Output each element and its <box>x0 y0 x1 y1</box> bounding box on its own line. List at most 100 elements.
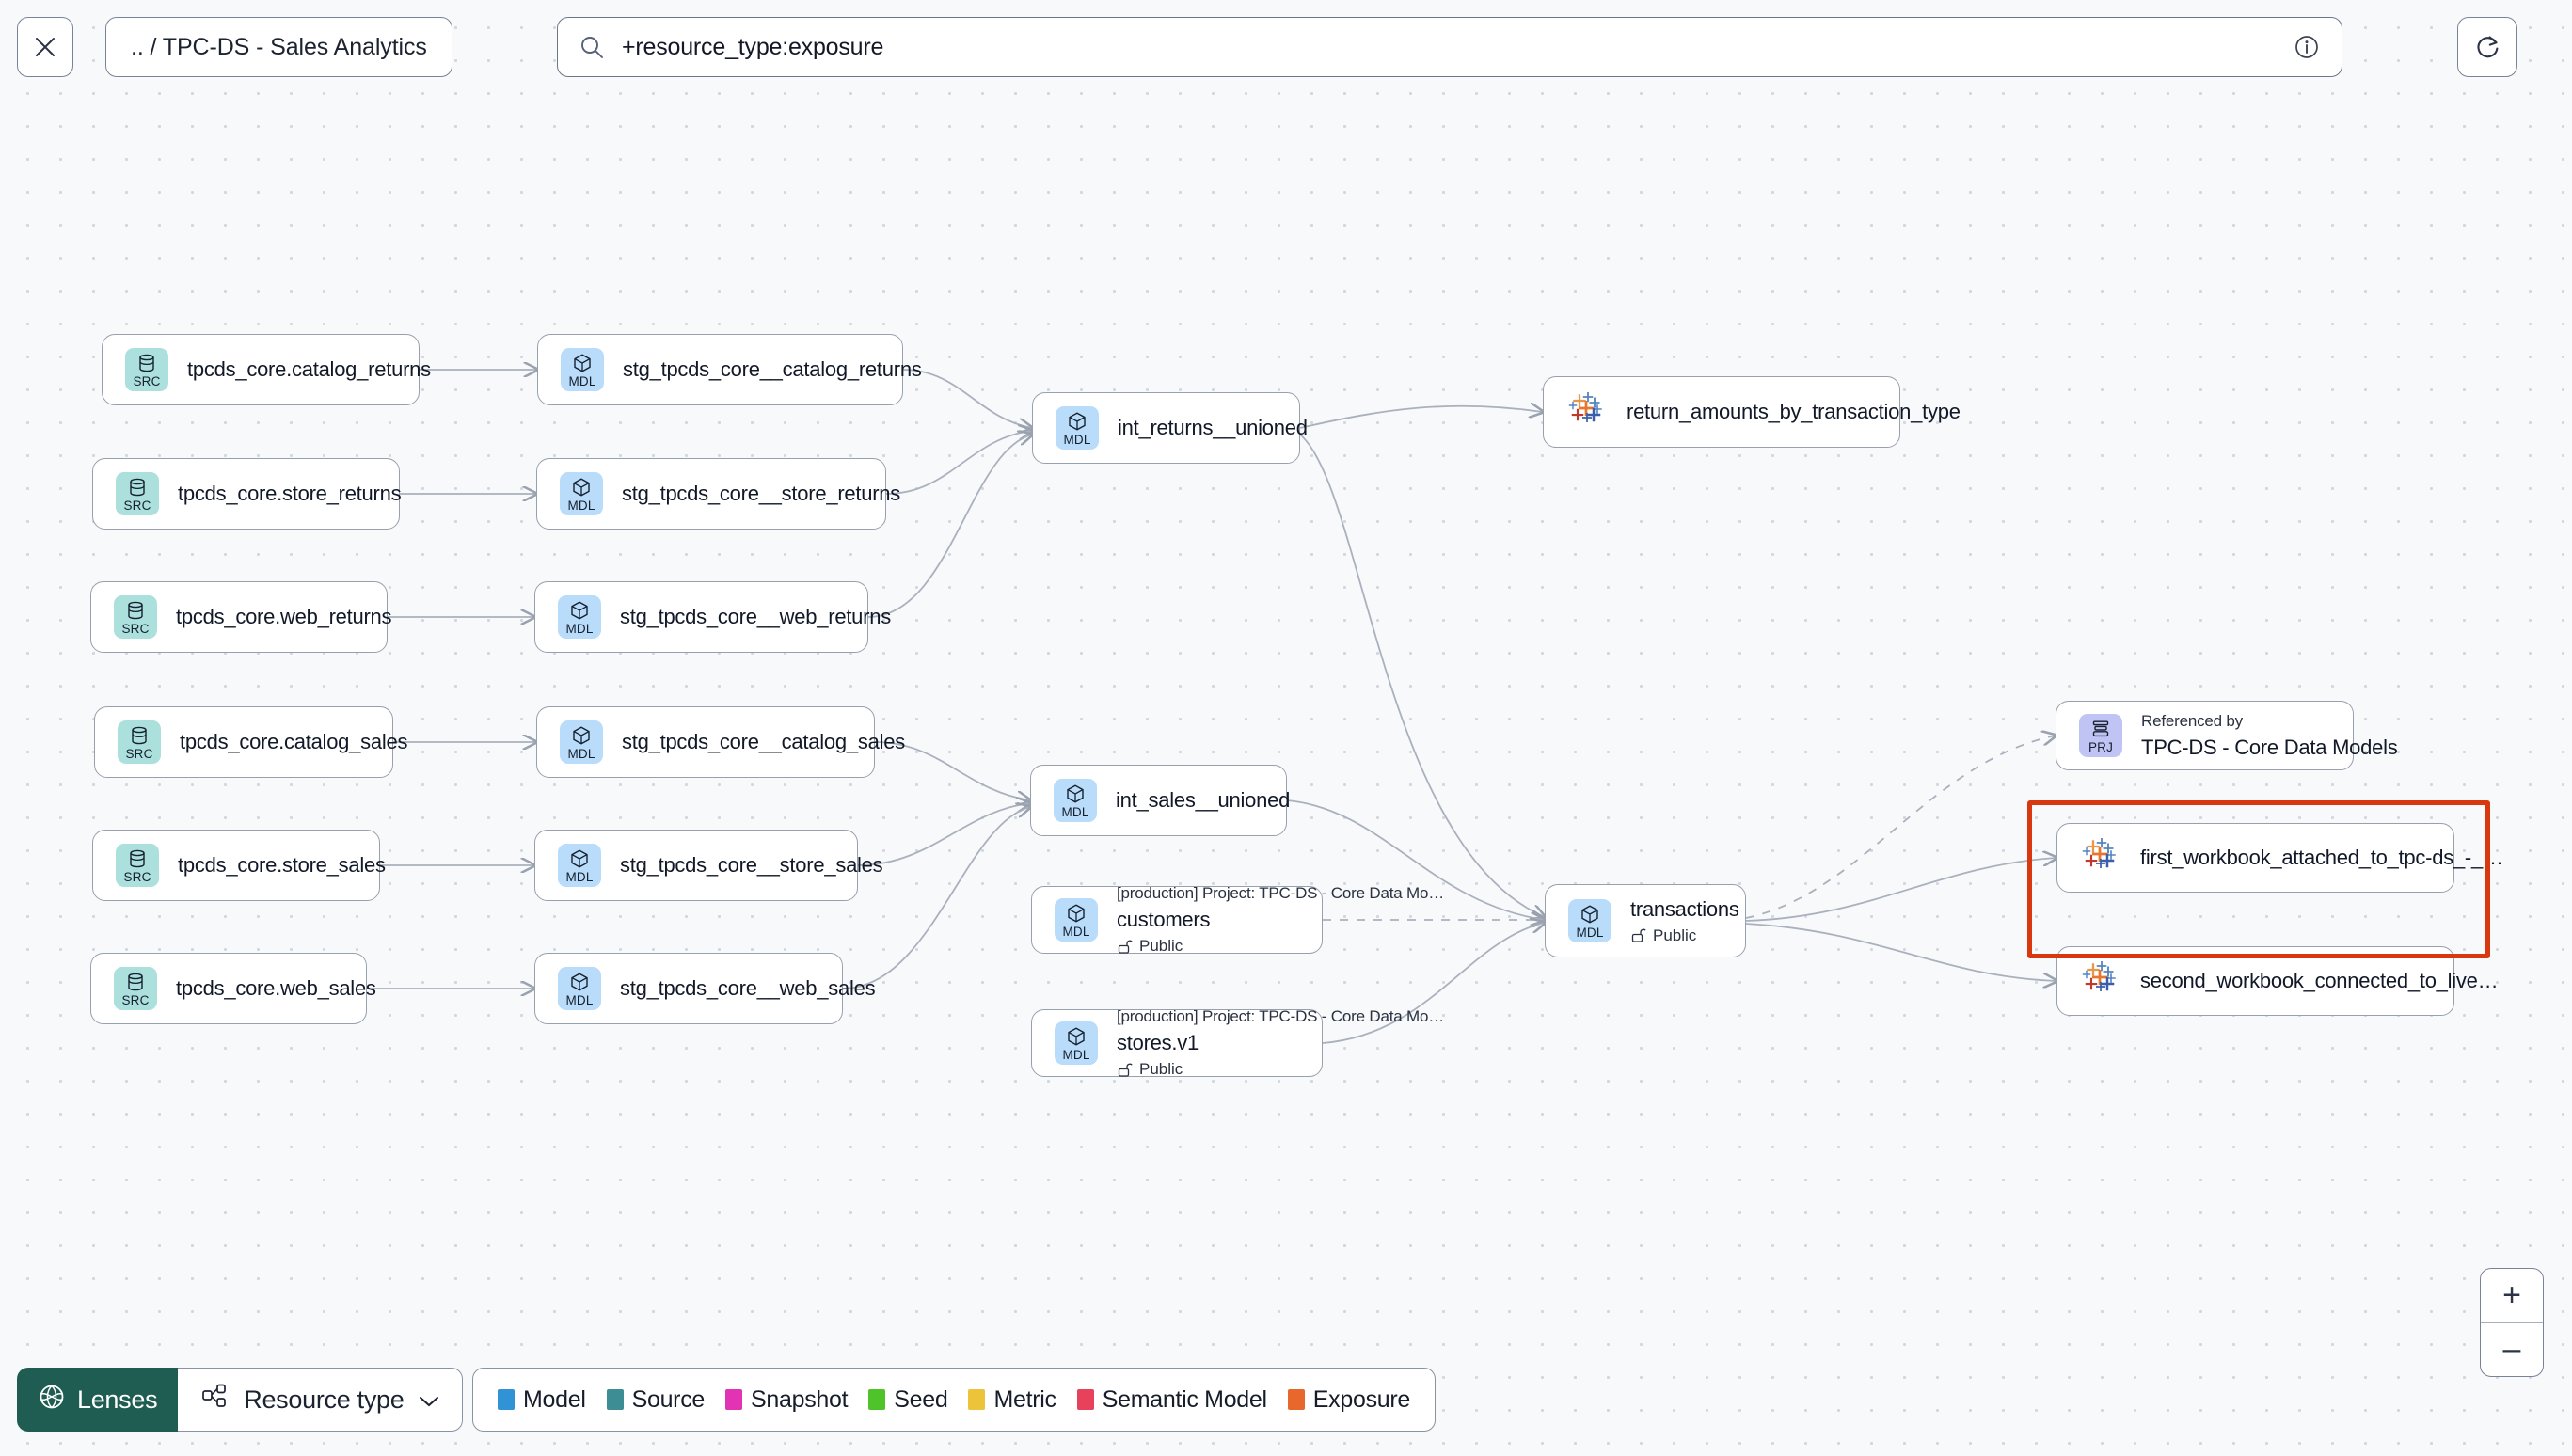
node-title: stg_tpcds_core__web_sales <box>620 976 876 1000</box>
visibility-label: Public <box>1139 937 1183 955</box>
search-query-value: +resource_type:exposure <box>622 33 884 60</box>
badge-code: SRC <box>121 622 150 636</box>
lock-open-icon <box>1118 940 1133 954</box>
graph-node-stg_catalog_returns[interactable]: MDL stg_tpcds_core__catalog_returns <box>537 334 922 405</box>
badge-code: MDL <box>567 499 595 513</box>
graph-node-stores_v1[interactable]: MDL [production] Project: TPC-DS - Core … <box>1031 1007 1445 1079</box>
src-badge-icon: SRC <box>116 472 159 515</box>
node-visibility: Public <box>1117 937 1322 956</box>
tableau-exposure-icon <box>1568 392 1602 422</box>
mdl-badge-icon: MDL <box>1568 899 1611 942</box>
badge-code: MDL <box>1063 433 1091 447</box>
graph-node-stg_web_sales[interactable]: MDL stg_tpcds_core__web_sales <box>534 953 876 1024</box>
node-title: stg_tpcds_core__store_sales <box>620 853 883 877</box>
legend-item-model[interactable]: Model <box>498 1386 586 1414</box>
graph-node-stg_store_sales[interactable]: MDL stg_tpcds_core__store_sales <box>534 830 883 901</box>
node-subtitle: [production] Project: TPC-DS - Core Data… <box>1117 884 1445 902</box>
node-title: tpcds_core.catalog_sales <box>180 730 408 753</box>
graph-node-return_amounts[interactable]: return_amounts_by_transaction_type <box>1543 376 1961 448</box>
legend-item-exposure[interactable]: Exposure <box>1287 1386 1410 1414</box>
graph-node-src_store_returns[interactable]: SRC tpcds_core.store_returns <box>92 458 402 530</box>
search-input[interactable]: +resource_type:exposure <box>557 17 2342 77</box>
node-title: stg_tpcds_core__store_returns <box>622 482 901 505</box>
close-button[interactable] <box>17 17 73 77</box>
mdl-badge-icon: MDL <box>558 844 601 887</box>
close-icon <box>36 38 55 56</box>
graph-node-stg_catalog_sales[interactable]: MDL stg_tpcds_core__catalog_sales <box>536 706 905 778</box>
resource-type-dropdown[interactable]: Resource type <box>178 1368 464 1432</box>
lenses-button[interactable]: Lenses <box>17 1368 179 1432</box>
info-icon[interactable] <box>2293 33 2321 61</box>
badge-code: MDL <box>1576 926 1604 940</box>
badge-code: MDL <box>1062 1048 1090 1062</box>
badge-code: SRC <box>125 747 153 761</box>
legend-item-metric[interactable]: Metric <box>968 1386 1056 1414</box>
chevron-down-icon <box>419 1385 439 1415</box>
legend-label: Metric <box>993 1385 1056 1413</box>
lenses-label: Lenses <box>77 1385 158 1414</box>
visibility-label: Public <box>1139 1060 1183 1078</box>
breadcrumb-label: .. / TPC-DS - Sales Analytics <box>131 33 427 60</box>
graph-node-stg_store_returns[interactable]: MDL stg_tpcds_core__store_returns <box>536 458 901 530</box>
legend-swatch <box>968 1389 986 1410</box>
node-title: tpcds_core.catalog_returns <box>187 357 431 381</box>
exposure-icon <box>2080 836 2121 879</box>
node-title: stg_tpcds_core__catalog_sales <box>622 730 905 753</box>
legend-item-semantic-model[interactable]: Semantic Model <box>1076 1386 1267 1414</box>
node-subtitle: [production] Project: TPC-DS - Core Data… <box>1117 1007 1445 1025</box>
node-title: stg_tpcds_core__web_returns <box>620 605 891 628</box>
graph-node-src_catalog_sales[interactable]: SRC tpcds_core.catalog_sales <box>94 706 408 778</box>
zoom-out-button[interactable]: – <box>2502 1331 2521 1368</box>
node-title: int_returns__unioned <box>1118 416 1308 439</box>
lock-open-icon <box>1118 1063 1133 1077</box>
node-title: return_amounts_by_transaction_type <box>1627 400 1961 423</box>
node-title: int_sales__unioned <box>1116 788 1291 812</box>
graph-node-int_returns_unioned[interactable]: MDL int_returns__unioned <box>1032 392 1308 464</box>
graph-node-src_web_returns[interactable]: SRC tpcds_core.web_returns <box>90 581 392 653</box>
graph-node-src_web_sales[interactable]: SRC tpcds_core.web_sales <box>90 953 376 1024</box>
node-title: second_workbook_connected_to_live… <box>2140 969 2499 992</box>
mdl-badge-icon: MDL <box>1055 898 1098 942</box>
legend-item-snapshot[interactable]: Snapshot <box>725 1386 849 1414</box>
graph-node-int_sales_unioned[interactable]: MDL int_sales__unioned <box>1030 765 1291 836</box>
legend-label: Seed <box>894 1385 948 1413</box>
legend-item-source[interactable]: Source <box>606 1385 706 1414</box>
legend-label: Source <box>631 1385 706 1413</box>
badge-code: MDL <box>567 747 595 761</box>
legend-label: Model <box>523 1385 586 1413</box>
badge-code: SRC <box>121 993 150 1007</box>
nodes-icon <box>200 1383 229 1417</box>
graph-node-first_workbook[interactable]: first_workbook_attached_to_tpc-ds_-_… <box>2056 823 2503 893</box>
node-title: customers <box>1117 908 1211 931</box>
graph-node-src_store_sales[interactable]: SRC tpcds_core.store_sales <box>92 830 386 901</box>
node-visibility: Public <box>1117 1060 1322 1079</box>
node-title: stg_tpcds_core__catalog_returns <box>623 357 922 381</box>
node-title: TPC-DS - Core Data Models <box>2141 735 2398 759</box>
node-title: tpcds_core.store_sales <box>178 853 386 877</box>
node-title: first_workbook_attached_to_tpc-ds_-_… <box>2140 846 2503 869</box>
breadcrumb[interactable]: .. / TPC-DS - Sales Analytics <box>105 17 452 77</box>
badge-code: MDL <box>1062 925 1090 939</box>
mdl-badge-icon: MDL <box>560 472 603 515</box>
refresh-button[interactable] <box>2457 17 2517 77</box>
src-badge-icon: SRC <box>116 844 159 887</box>
lens-icon <box>38 1383 66 1417</box>
graph-node-second_workbook[interactable]: second_workbook_connected_to_live… <box>2056 946 2499 1016</box>
legend-item-seed[interactable]: Seed <box>868 1385 948 1414</box>
graph-node-stg_web_returns[interactable]: MDL stg_tpcds_core__web_returns <box>534 581 891 653</box>
src-badge-icon: SRC <box>125 348 168 391</box>
legend-swatch <box>1287 1389 1305 1410</box>
badge-code: MDL <box>565 870 594 884</box>
badge-code: MDL <box>565 993 594 1007</box>
graph-node-customers[interactable]: MDL [production] Project: TPC-DS - Core … <box>1031 884 1445 956</box>
mdl-badge-icon: MDL <box>558 967 601 1010</box>
lenses-control-group: Lenses Resource type <box>17 1368 464 1432</box>
zoom-in-button[interactable]: + <box>2481 1269 2543 1323</box>
top-toolbar: .. / TPC-DS - Sales Analytics +resource_… <box>0 0 2572 111</box>
badge-code: MDL <box>565 622 594 636</box>
node-subtitle: Referenced by <box>2141 711 2243 730</box>
graph-node-src_catalog_returns[interactable]: SRC tpcds_core.catalog_returns <box>102 334 431 405</box>
